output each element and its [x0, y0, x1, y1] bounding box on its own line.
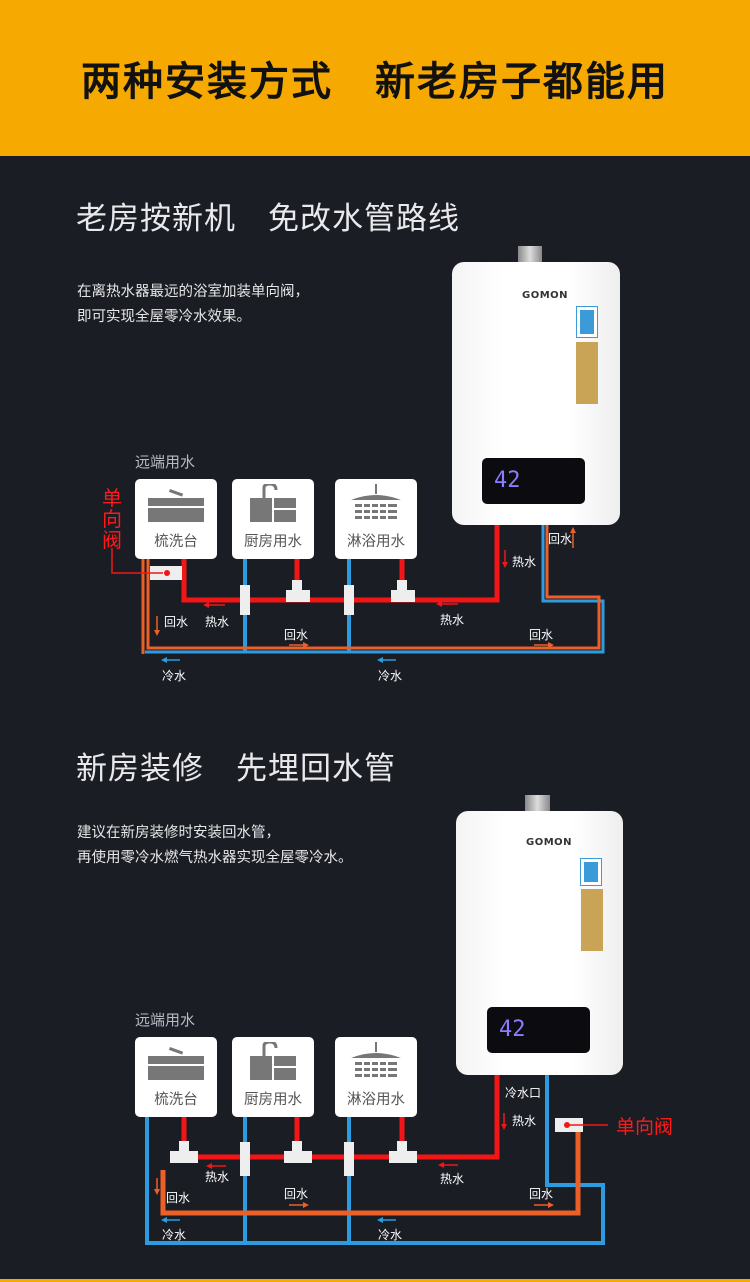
- return-water-label: 回水: [529, 1187, 554, 1201]
- remote-water-label: 远端用水: [135, 453, 196, 471]
- remote-water-label: 远端用水: [135, 1011, 196, 1029]
- check-valve-label: 单向阀: [616, 1116, 674, 1138]
- hot-water-label: 热水: [440, 613, 465, 627]
- heater-display-panel: 42: [482, 458, 585, 504]
- fixture-label: 淋浴用水: [347, 1092, 405, 1108]
- return-water-label: 回水: [529, 628, 554, 642]
- heater-flue: [518, 246, 542, 264]
- header-title: 两种安装方式 新老房子都能用: [81, 59, 669, 105]
- heater-brand: GOMON: [522, 290, 569, 301]
- description-line: 再使用零冷水燃气热水器实现全屋零冷水。: [77, 850, 353, 866]
- fixture-shower: 淋浴用水: [335, 1037, 417, 1117]
- section2-pipe-diagram: [145, 1075, 608, 1245]
- hot-water-label: 热水: [512, 555, 537, 569]
- description-line: 建议在新房装修时安装回水管，: [77, 825, 280, 841]
- return-water-label: 回水: [284, 1187, 309, 1201]
- heater-brand: GOMON: [526, 837, 573, 848]
- pipe-coupler: [344, 585, 354, 615]
- cold-water-label: 冷水: [378, 669, 403, 683]
- fixture-label: 梳洗台: [154, 534, 198, 550]
- cold-inlet-label: 冷水口: [505, 1086, 542, 1100]
- pipe-tee: [284, 1151, 312, 1163]
- water-heater: GOMON 42: [456, 811, 623, 1075]
- pipe-coupler: [344, 1142, 354, 1176]
- energy-label: [580, 858, 602, 886]
- heater-display-panel: 42: [487, 1007, 590, 1053]
- description-line: 在离热水器最远的浴室加装单向阀，: [77, 284, 309, 300]
- energy-label: [576, 306, 598, 338]
- fixture-label: 梳洗台: [154, 1092, 198, 1108]
- cold-water-label: 冷水: [162, 669, 187, 683]
- vanity-icon: [148, 489, 204, 522]
- flow-arrows: [154, 1113, 554, 1223]
- cold-water-label: 冷水: [162, 1228, 187, 1242]
- return-water-label: 回水: [548, 532, 573, 546]
- fixture-kitchen: 厨房用水: [232, 479, 314, 559]
- pipe-tee: [170, 1151, 198, 1163]
- pipe-coupler: [240, 585, 250, 615]
- section2-title: 新房装修 先埋回水管: [76, 751, 396, 787]
- section2-description: 建议在新房装修时安装回水管， 再使用零冷水燃气热水器实现全屋零冷水。: [77, 821, 353, 871]
- return-water-label: 回水: [166, 1191, 191, 1205]
- fixture-label: 厨房用水: [244, 1092, 302, 1108]
- description-line: 即可实现全屋零冷水效果。: [77, 309, 251, 325]
- bottom-accent-bar: [0, 1279, 750, 1282]
- cold-water-label: 冷水: [378, 1228, 403, 1242]
- fixture-kitchen: 厨房用水: [232, 1037, 314, 1117]
- hot-water-label: 热水: [205, 615, 230, 629]
- water-heater: GOMON 42: [452, 262, 620, 525]
- pipe-coupler: [240, 1142, 250, 1176]
- certification-label: [581, 889, 603, 951]
- cold-pipe: [145, 525, 605, 654]
- return-water-label: 回水: [284, 628, 309, 642]
- return-pipe: [160, 1125, 581, 1216]
- hot-water-label: 热水: [205, 1170, 230, 1184]
- kitchen-sink-icon: [250, 1042, 296, 1080]
- return-pipe: [146, 525, 601, 650]
- temperature-readout: 42: [499, 1017, 526, 1042]
- hot-pipe: [181, 525, 500, 603]
- check-valve-label: 单向阀: [102, 486, 122, 552]
- fixture-label: 淋浴用水: [347, 534, 405, 550]
- pipe-tee: [389, 1151, 417, 1163]
- certification-label: [576, 342, 598, 404]
- hot-water-label: 热水: [440, 1172, 465, 1186]
- section1-pipe-diagram: [111, 525, 605, 663]
- header-banner: 两种安装方式 新老房子都能用: [0, 0, 750, 156]
- fixture-label: 厨房用水: [244, 534, 302, 550]
- shower-icon: [351, 484, 401, 522]
- section1-title: 老房按新机 免改水管路线: [76, 201, 460, 237]
- valve-pointer-line: [111, 548, 163, 574]
- return-water-label: 回水: [164, 615, 189, 629]
- fixture-shower: 淋浴用水: [335, 479, 417, 559]
- flow-arrows: [154, 527, 576, 663]
- shower-icon: [351, 1042, 401, 1080]
- section1-description: 在离热水器最远的浴室加装单向阀， 即可实现全屋零冷水效果。: [77, 280, 309, 330]
- fixture-vanity: 梳洗台: [135, 1037, 217, 1117]
- vanity-icon: [148, 1047, 204, 1080]
- fixture-vanity: 梳洗台: [135, 479, 217, 559]
- hot-water-label: 热水: [512, 1114, 537, 1128]
- heater-flue: [525, 795, 550, 812]
- kitchen-sink-icon: [250, 484, 296, 522]
- temperature-readout: 42: [494, 468, 521, 493]
- cold-pipe: [145, 1075, 605, 1245]
